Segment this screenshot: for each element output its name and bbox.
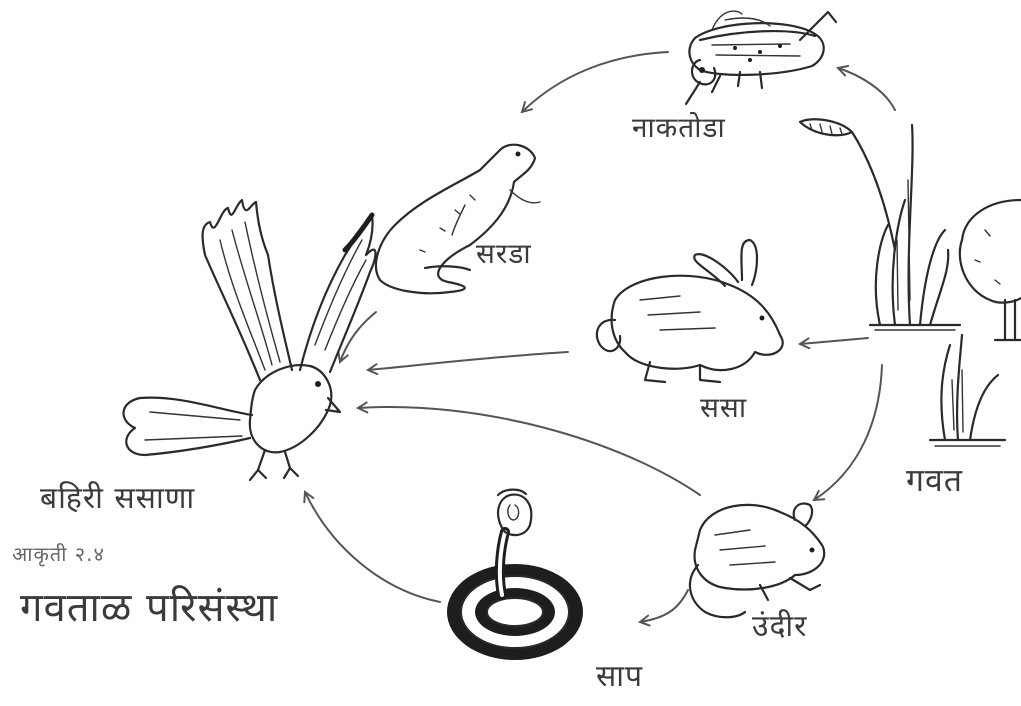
label-grasshopper: नाकतोडा xyxy=(632,108,726,146)
grass-icon xyxy=(800,119,1005,446)
tree-icon xyxy=(960,200,1021,340)
hawk-icon xyxy=(124,200,376,480)
rat-icon xyxy=(690,503,824,617)
arrow-rabbit-to-hawk xyxy=(368,352,568,370)
arrow-snake-to-hawk xyxy=(305,492,440,602)
label-hawk: बहिरी ससाणा xyxy=(40,476,195,517)
rabbit-icon xyxy=(597,240,783,382)
figure-number: आकृती २.४ xyxy=(12,540,105,567)
arrow-rat-to-hawk xyxy=(358,407,700,495)
label-rat: उंदीर xyxy=(752,604,807,645)
snake-icon xyxy=(447,490,583,660)
label-lizard: सरडा xyxy=(476,234,532,272)
arrow-grasshopper-to-lizard xyxy=(522,52,668,112)
arrow-rat-to-snake xyxy=(640,590,688,622)
label-rabbit: ससा xyxy=(700,388,747,426)
arrow-grass-to-rat xyxy=(814,365,882,500)
arrow-grass-to-grasshopper xyxy=(838,68,895,110)
grasshopper-icon xyxy=(686,11,836,104)
diagram-title: गवताळ परिसंस्था xyxy=(20,578,278,633)
arrow-grass-to-rabbit xyxy=(800,338,868,344)
label-snake: साप xyxy=(596,654,643,695)
label-grass: गवत xyxy=(906,458,963,501)
